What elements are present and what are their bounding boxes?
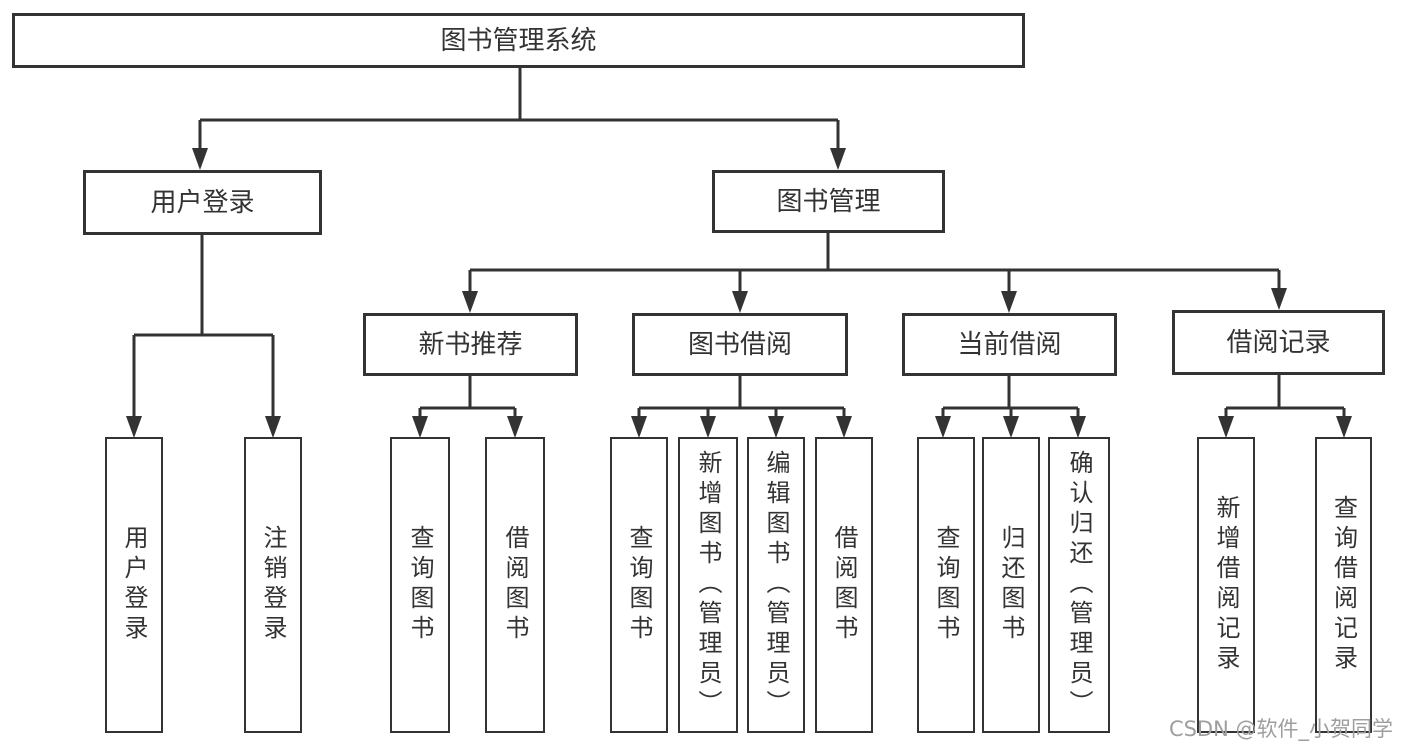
leaf-add-book-admin-label: 新增图书（管理员） bbox=[694, 450, 722, 720]
leaf-query-book-borrow-label: 查询图书 bbox=[625, 525, 653, 645]
node-user-login-label: 用户登录 bbox=[150, 187, 255, 218]
leaf-return-book-label: 归还图书 bbox=[997, 525, 1025, 645]
arrowhead-icons bbox=[126, 148, 1352, 438]
node-current-borrow: 当前借阅 bbox=[902, 313, 1117, 376]
leaf-edit-book-admin-label: 编辑图书（管理员） bbox=[762, 450, 790, 720]
leaf-query-book-borrow: 查询图书 bbox=[610, 437, 668, 733]
leaf-borrow-book-label: 借阅图书 bbox=[830, 525, 858, 645]
leaf-logout-label: 注销登录 bbox=[259, 525, 287, 645]
leaf-query-book-current: 查询图书 bbox=[917, 437, 975, 733]
watermark: CSDN @软件_小贺同学 bbox=[1168, 717, 1393, 741]
leaf-add-borrow-record-label: 新增借阅记录 bbox=[1212, 495, 1240, 675]
leaf-borrow-book-recommend: 借阅图书 bbox=[485, 437, 545, 733]
node-borrow-records-label: 借阅记录 bbox=[1226, 327, 1331, 358]
leaf-confirm-return-admin: 确认归还（管理员） bbox=[1048, 437, 1110, 733]
node-book-borrow-label: 图书借阅 bbox=[687, 329, 792, 360]
leaf-user-login-label: 用户登录 bbox=[120, 525, 148, 645]
node-root-label: 图书管理系统 bbox=[440, 25, 597, 56]
node-book-borrow: 图书借阅 bbox=[632, 313, 848, 376]
leaf-edit-book-admin: 编辑图书（管理员） bbox=[747, 437, 805, 733]
leaf-query-book-current-label: 查询图书 bbox=[932, 525, 960, 645]
leaf-add-book-admin: 新增图书（管理员） bbox=[678, 437, 738, 733]
node-user-login: 用户登录 bbox=[83, 170, 322, 235]
leaf-return-book: 归还图书 bbox=[982, 437, 1040, 733]
node-current-borrow-label: 当前借阅 bbox=[957, 329, 1062, 360]
leaf-query-book-recommend: 查询图书 bbox=[390, 437, 450, 733]
leaf-query-borrow-record: 查询借阅记录 bbox=[1315, 437, 1372, 733]
leaf-query-book-recommend-label: 查询图书 bbox=[406, 525, 434, 645]
leaf-borrow-book: 借阅图书 bbox=[815, 437, 873, 733]
leaf-logout: 注销登录 bbox=[244, 437, 302, 733]
node-book-management: 图书管理 bbox=[712, 170, 945, 233]
node-root: 图书管理系统 bbox=[12, 13, 1025, 68]
node-book-management-label: 图书管理 bbox=[776, 186, 881, 217]
leaf-borrow-book-recommend-label: 借阅图书 bbox=[501, 525, 529, 645]
leaf-confirm-return-admin-label: 确认归还（管理员） bbox=[1065, 450, 1093, 720]
node-new-book-recommend-label: 新书推荐 bbox=[418, 329, 523, 360]
node-borrow-records: 借阅记录 bbox=[1172, 310, 1385, 375]
leaf-query-borrow-record-label: 查询借阅记录 bbox=[1329, 495, 1358, 675]
node-new-book-recommend: 新书推荐 bbox=[363, 313, 578, 376]
leaf-user-login: 用户登录 bbox=[105, 437, 163, 733]
leaf-add-borrow-record: 新增借阅记录 bbox=[1197, 437, 1255, 733]
